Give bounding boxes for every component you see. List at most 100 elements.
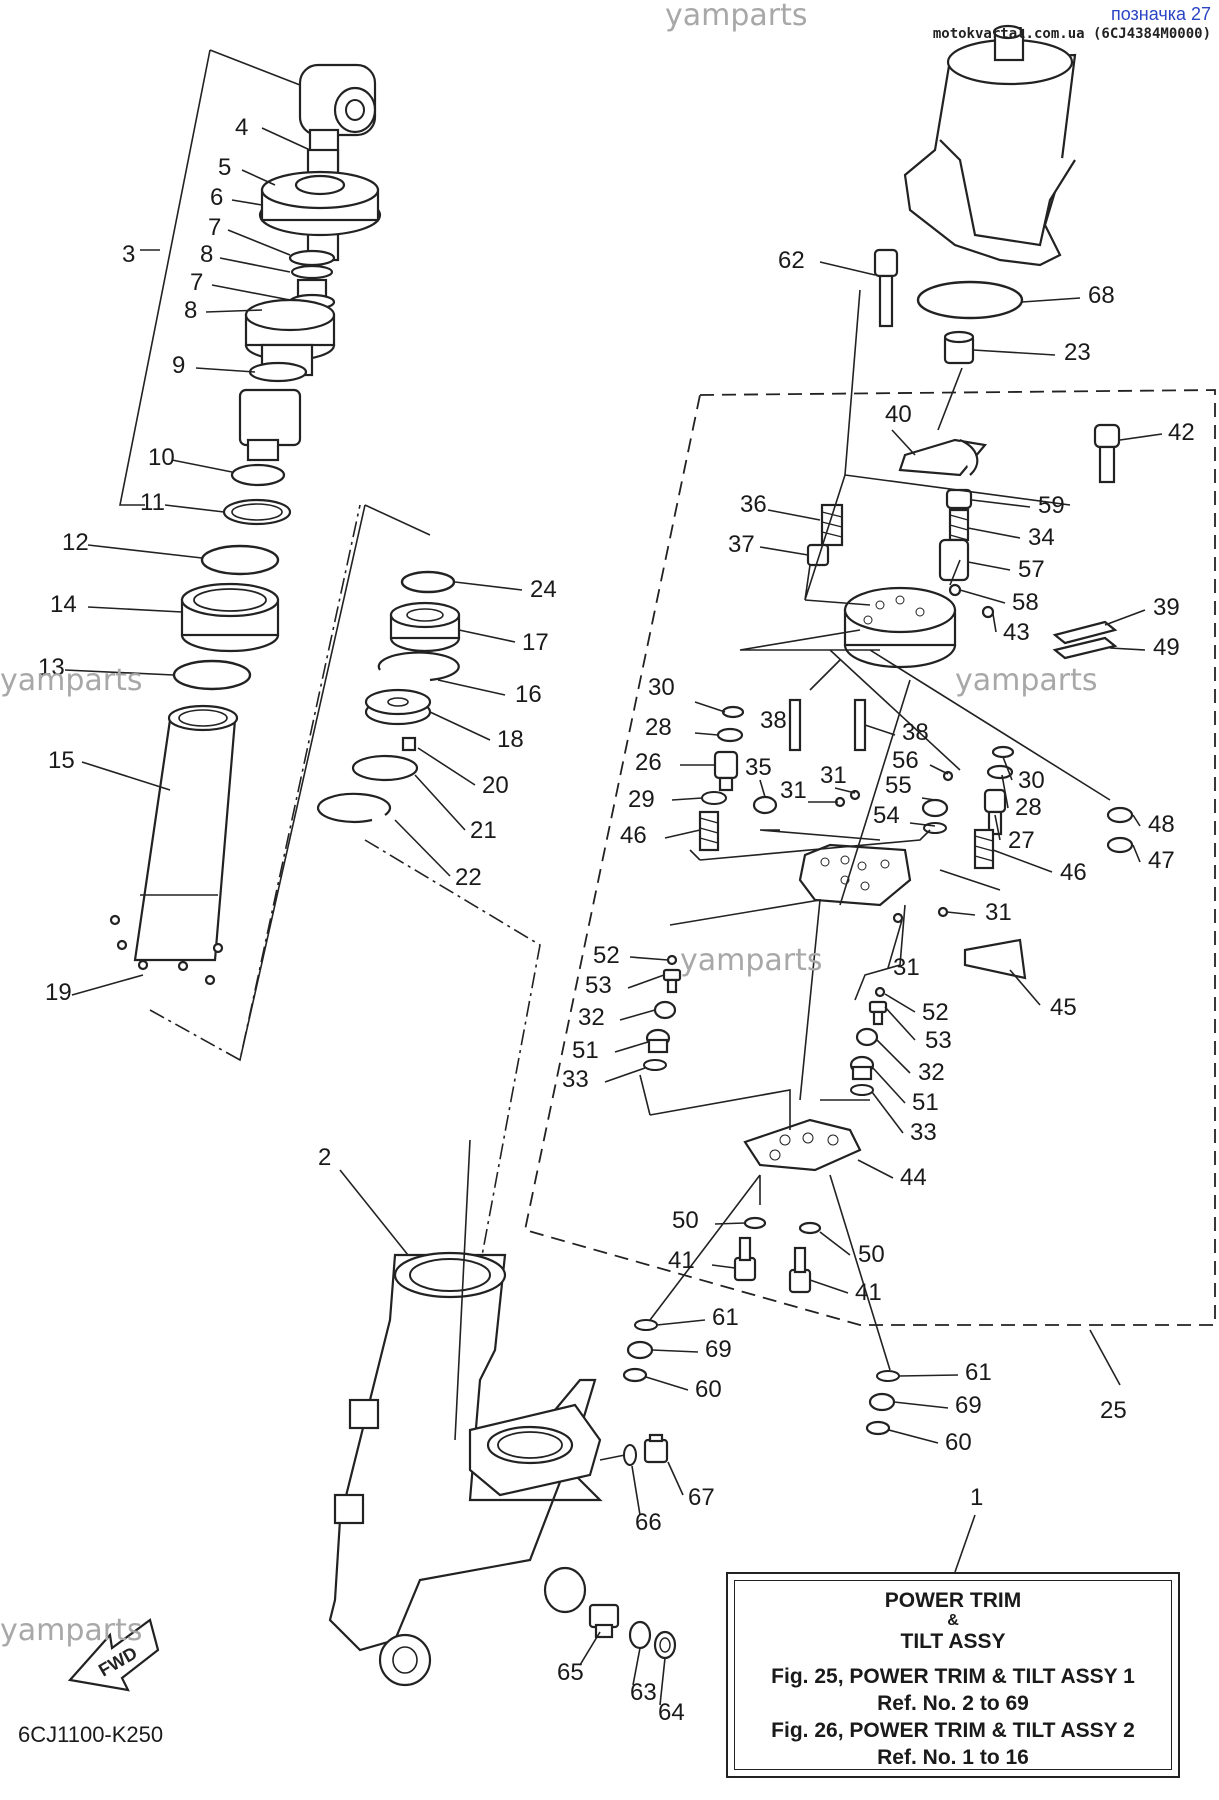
part-number-label: 65 — [557, 1659, 584, 1686]
part-callout: 53 — [884, 1006, 952, 1054]
part-callout: 51 — [872, 1067, 939, 1116]
part-number-label: 53 — [585, 972, 612, 999]
part-callout: 46 — [620, 822, 701, 849]
callout-leader — [694, 701, 726, 713]
part-washer-60 — [622, 1367, 648, 1383]
ref-ampersand: & — [947, 1612, 959, 1629]
part-plug-67 — [643, 1433, 669, 1464]
part-callout: 43 — [992, 613, 1030, 646]
part-number-label: 31 — [985, 899, 1012, 926]
callout-leader — [1132, 844, 1141, 863]
part-callout: 61 — [898, 1359, 992, 1386]
callout-leader — [1132, 814, 1141, 827]
part-callout: 69 — [893, 1392, 982, 1419]
callout-leader — [205, 309, 263, 313]
part-callout: 34 — [967, 524, 1055, 551]
part-number-label: 12 — [62, 529, 89, 556]
callout-leader — [972, 349, 1056, 356]
part-number-label: 47 — [1148, 847, 1175, 874]
part-washer-50 — [743, 1216, 767, 1230]
part-callout: 37 — [728, 531, 809, 558]
assembly-lines-3 — [854, 904, 906, 1001]
callout-leader — [864, 724, 896, 736]
part-callout: 7 — [208, 214, 291, 256]
part-plug-55 — [921, 798, 949, 818]
part-o-ring-33 — [643, 1059, 667, 1071]
part-washer-47 — [1106, 836, 1134, 854]
part-number-label: 56 — [892, 747, 919, 774]
part-callout: 13 — [38, 654, 175, 681]
part-callout: 31 — [820, 762, 856, 794]
part-filter-49 — [1052, 636, 1118, 660]
part-callout: 31 — [946, 899, 1012, 926]
part-ball-31 — [892, 912, 904, 924]
part-number-label: 67 — [688, 1484, 715, 1511]
part-plug-37 — [806, 543, 830, 567]
callout-leader — [1001, 774, 1009, 809]
part-number-label: 14 — [50, 591, 77, 618]
callout-leader — [834, 787, 856, 794]
part-number-label: 31 — [893, 954, 920, 981]
part-number-label: 8 — [200, 241, 213, 268]
part-number-label: 28 — [645, 714, 672, 741]
part-plug-35 — [752, 795, 778, 815]
part-callout: 20 — [417, 747, 509, 799]
reference-box: POWER TRIM & TILT ASSY Fig. 25, POWER TR… — [726, 1572, 1180, 1778]
part-number-label: 51 — [912, 1089, 939, 1116]
part-callout: 30 — [648, 674, 726, 713]
assembly-lines-2 — [639, 899, 891, 1371]
part-plate-44 — [743, 1118, 862, 1172]
callout-leader — [694, 732, 719, 736]
part-pin-38 — [853, 698, 867, 752]
part-number-label: 1 — [970, 1484, 983, 1511]
part-number-label: 5 — [218, 154, 231, 181]
part-number-label: 32 — [578, 1004, 605, 1031]
part-callout: 58 — [959, 589, 1039, 616]
callout-leader — [992, 849, 1053, 873]
part-callout: 32 — [876, 1039, 945, 1086]
part-callout: 65 — [557, 1631, 601, 1686]
part-number-label: 50 — [672, 1207, 699, 1234]
part-pin-38 — [788, 698, 802, 752]
part-callout: 2 — [318, 1144, 409, 1256]
part-plug-48 — [1106, 806, 1134, 824]
callout-leader — [261, 127, 311, 151]
callout-leader — [1002, 756, 1013, 781]
part-number-label: 57 — [1018, 556, 1045, 583]
part-number-label: 51 — [572, 1037, 599, 1064]
callout-leader — [614, 1041, 649, 1053]
part-cylinder-tube — [133, 704, 239, 962]
part-number-label: 45 — [1050, 994, 1077, 1021]
callout-leader — [631, 1465, 641, 1516]
part-number-label: 44 — [900, 1164, 927, 1191]
part-callout: 33 — [871, 1091, 937, 1146]
part-ball-31 — [937, 906, 949, 918]
callout-leader — [1104, 609, 1146, 626]
part-callout: 8 — [200, 241, 291, 273]
part-number-label: 49 — [1153, 634, 1180, 661]
part-spring-46 — [698, 810, 720, 852]
part-callout: 69 — [651, 1336, 732, 1363]
part-plug-32 — [855, 1027, 879, 1047]
part-number-label: 53 — [925, 1027, 952, 1054]
part-valve-51 — [849, 1055, 875, 1081]
part-callout: 41 — [809, 1279, 882, 1306]
part-plug-32 — [653, 1000, 677, 1020]
part-number-label: 60 — [695, 1376, 722, 1403]
part-callout: 26 — [635, 749, 715, 776]
part-callout: 67 — [667, 1461, 715, 1511]
part-o-ring — [230, 463, 286, 487]
part-callout: 28 — [645, 714, 719, 741]
part-number-label: 2 — [318, 1144, 331, 1171]
part-number-label: 50 — [858, 1241, 885, 1268]
part-callout: 14 — [50, 591, 183, 618]
callout-leader — [437, 679, 506, 696]
ref-fig1: Fig. 25, POWER TRIM & TILT ASSY 1 — [771, 1665, 1135, 1688]
part-number-label: 68 — [1088, 282, 1115, 309]
part-number-label: 38 — [902, 719, 929, 746]
part-clip — [959, 438, 979, 476]
part-callout: 8 — [184, 297, 263, 324]
callout-leader — [857, 1159, 894, 1179]
diagram-code: 6CJ1100-K250 — [18, 1722, 164, 1747]
part-washer-50 — [798, 1221, 822, 1235]
